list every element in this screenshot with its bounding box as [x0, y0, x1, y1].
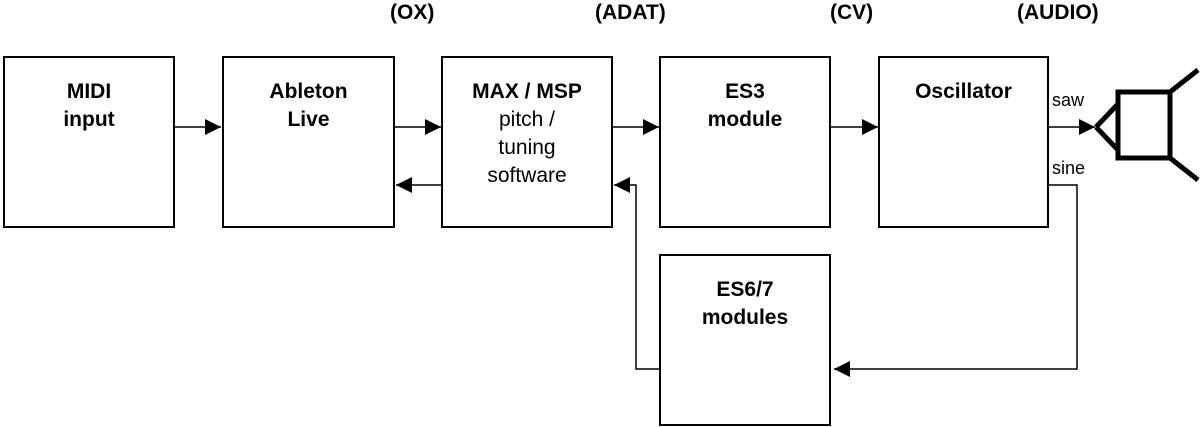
port-label-saw: saw	[1052, 90, 1085, 110]
block-label: input	[63, 108, 115, 131]
block-label: tuning	[498, 136, 556, 159]
max-msp-block: MAX / MSP pitch / tuning software	[441, 56, 613, 228]
port-label-sine: sine	[1052, 158, 1086, 178]
arrow-es67-to-max	[614, 177, 659, 370]
block-label: Live	[287, 108, 330, 131]
protocol-label-cv: (CV)	[830, 1, 874, 24]
block-label: Ableton	[269, 80, 348, 103]
block-label: module	[707, 108, 783, 131]
block-label: modules	[701, 306, 789, 329]
es6-7-modules-block: ES6/7 modules	[659, 254, 831, 426]
protocol-label-ox: (OX)	[390, 1, 435, 24]
block-label: software	[487, 164, 567, 187]
speaker-icon	[1094, 68, 1200, 182]
block-label: MIDI	[66, 80, 112, 103]
protocol-label-audio: (AUDIO)	[1017, 1, 1099, 24]
block-label: ES6/7	[716, 278, 774, 301]
protocol-label-adat: (ADAT)	[595, 1, 666, 24]
block-label: pitch /	[498, 108, 556, 131]
block-label: Oscillator	[915, 80, 1012, 103]
es3-module-block: ES3 module	[659, 56, 831, 228]
ableton-live-block: Ableton Live	[222, 56, 395, 228]
block-title: MAX / MSP	[472, 80, 582, 103]
oscillator-block: Oscillator	[878, 56, 1049, 228]
arrow-sine-to-es67	[834, 184, 1078, 377]
block-label: ES3	[725, 80, 765, 103]
midi-input-block: MIDI input	[3, 56, 175, 228]
